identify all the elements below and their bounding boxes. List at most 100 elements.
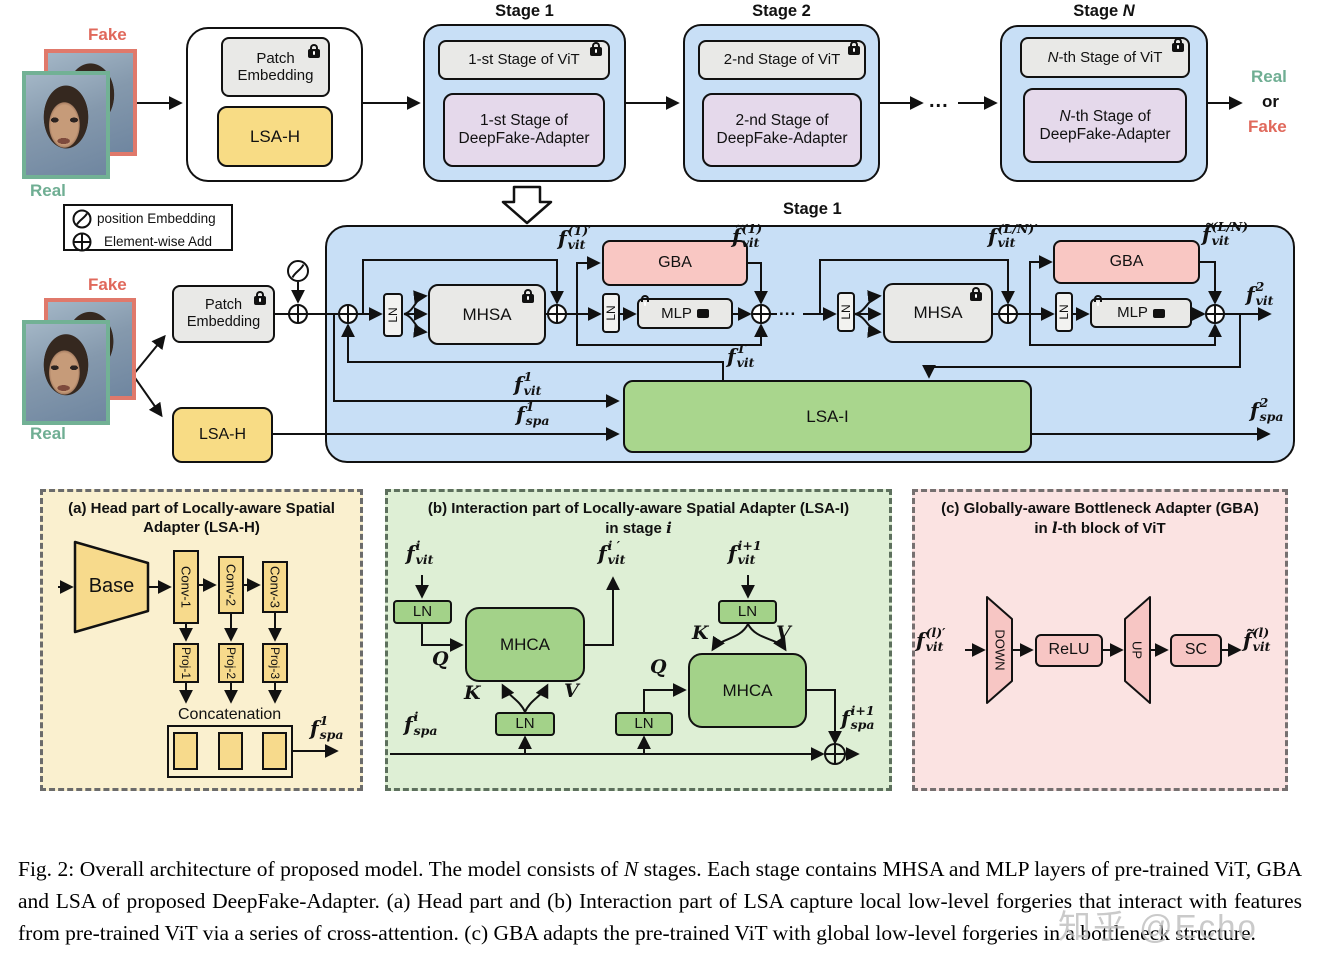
lsa-h-box-top: LSA-H	[217, 106, 333, 167]
lock-icon	[1152, 308, 1165, 318]
gba-box-2: GBA	[1053, 240, 1200, 284]
fvit-tilde-1-label: f̃(1)vit	[732, 221, 763, 250]
v-label-2: V	[776, 622, 791, 644]
stageN-vit-box: N-th Stage of ViT	[1020, 37, 1190, 78]
concat-container	[167, 725, 293, 778]
ln-box-2	[602, 293, 620, 333]
stage1-detail-title: Stage 1	[783, 200, 842, 218]
lock-icon	[970, 287, 982, 301]
lock-icon	[522, 289, 534, 303]
panel-b-ln3-box: LN	[615, 712, 673, 736]
down-label: DOWN	[992, 629, 1008, 671]
ln-label-1: LN	[386, 307, 400, 323]
lsa-h-box-mid: LSA-H	[172, 407, 273, 463]
lock-icon	[254, 291, 266, 305]
mlp-box-1: MLP	[637, 298, 733, 329]
lock-icon	[1172, 38, 1184, 52]
stage1-title: Stage 1	[495, 2, 554, 20]
q-label-2: Q	[650, 656, 667, 678]
proj2-box	[218, 643, 244, 683]
panel-b-title: (b) Interaction part of Locally-aware Sp…	[427, 500, 850, 537]
mhca-box-2: MHCA	[688, 653, 807, 728]
real-label-top: Real	[30, 181, 66, 200]
q-label-1: Q	[432, 648, 449, 670]
concat-slot-1	[173, 732, 198, 770]
ellipsis-mid: ...	[779, 300, 797, 319]
real-face-image-top	[22, 71, 110, 179]
proj1-label: Proj-1	[179, 646, 193, 680]
conv1-label: Conv-1	[178, 566, 194, 608]
lock-icon	[696, 309, 709, 318]
proj3-label: Proj-3	[268, 646, 282, 680]
panel-b-ln1-box: LN	[393, 600, 452, 624]
output-or-label: or	[1262, 92, 1279, 111]
real-face-image-mid	[22, 320, 110, 425]
legend-position-embedding-label: position Embedding	[97, 211, 216, 226]
up-trapezoid	[1124, 596, 1151, 704]
fvit-LN-prime-label: f(L/N)′vit	[988, 221, 1038, 250]
ln-label-4: LN	[1057, 304, 1071, 320]
concat-slot-2	[218, 732, 243, 770]
legend-element-wise-add-label: Element-wise Add	[104, 234, 213, 249]
base-trapezoid	[73, 540, 150, 634]
legend-box	[63, 204, 233, 251]
stageN-title: Stage N	[1073, 2, 1135, 20]
conv1-box	[173, 550, 199, 624]
ellipsis-top: ...	[929, 90, 949, 112]
lock-icon	[848, 41, 860, 55]
mlp-box-2: MLP	[1090, 298, 1192, 328]
stage2-adapter-box: 2-nd Stage of DeepFake-Adapter	[702, 93, 862, 167]
down-trapezoid	[986, 596, 1013, 704]
fvit-tilde-LN-label: f̃(L/N)vit	[1202, 219, 1249, 248]
ln-box-4	[1055, 292, 1073, 332]
proj1-box	[173, 643, 199, 683]
fake-label-top: Fake	[88, 25, 127, 44]
mhca-box-1: MHCA	[465, 607, 585, 682]
mhsa-box-1: MHSA	[428, 284, 546, 345]
patch-embedding-box-top: Patch Embedding	[221, 37, 330, 97]
stage1-adapter-box: 1-st Stage of DeepFake-Adapter	[443, 93, 605, 167]
proj2-label: Proj-2	[224, 646, 238, 680]
ln-label-3: LN	[839, 304, 853, 320]
panel-c-title: (c) Globally-aware Bottleneck Adapter (G…	[941, 500, 1259, 537]
patch-embedding-box-mid: Patch Embedding	[172, 285, 275, 343]
conv2-label: Conv-2	[223, 564, 239, 606]
sc-box: SC	[1170, 634, 1222, 667]
panel-a-lsa-h	[40, 489, 363, 791]
lock-icon	[590, 42, 602, 56]
stage1-vit-box: 1-st Stage of ViT	[438, 40, 610, 80]
output-real-label: Real	[1251, 67, 1287, 86]
k-label-2: K	[692, 622, 709, 644]
conv3-box	[262, 561, 288, 613]
up-label: UP	[1129, 640, 1145, 660]
concat-slot-3	[262, 732, 287, 770]
mhsa-box-2: MHSA	[883, 283, 993, 343]
proj3-box	[262, 643, 288, 683]
block-down-arrow-icon	[501, 185, 553, 225]
stageN-adapter-box: N-th Stage of DeepFake-Adapter	[1023, 88, 1187, 163]
ln-box-1	[383, 293, 403, 337]
k-label-1: K	[464, 682, 481, 704]
ln-label-2: LN	[604, 305, 618, 321]
ln-box-3	[837, 292, 855, 332]
gba-box-1: GBA	[602, 240, 748, 286]
watermark: 知乎 @Echo	[1058, 908, 1258, 945]
relu-box: ReLU	[1035, 634, 1103, 667]
output-fake-label: Fake	[1248, 117, 1287, 136]
v-label-1: V	[564, 680, 579, 702]
fake-label-mid: Fake	[88, 275, 127, 294]
panel-c-fvit-l-prime-label: f(l)′vit	[916, 625, 946, 654]
panel-c-fvit-tilde-l-label: f̃(l)vit	[1243, 625, 1271, 654]
stage2-title: Stage 2	[752, 2, 811, 20]
